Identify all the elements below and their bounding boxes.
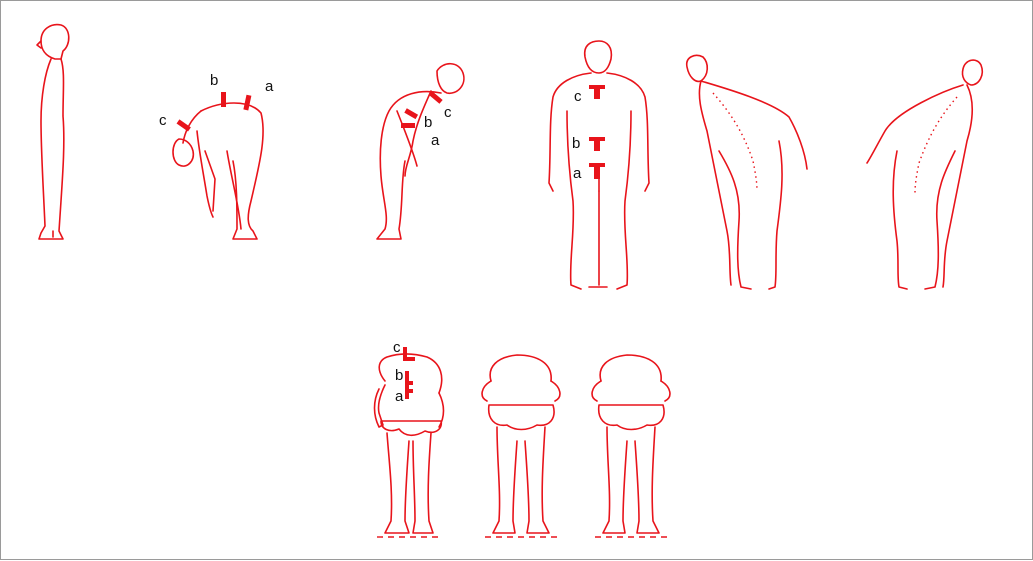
label-a-back: a: [573, 166, 581, 181]
label-c-bend: c: [393, 340, 401, 355]
label-c-back: c: [574, 89, 582, 104]
left-arm-raised: [867, 85, 963, 163]
spine-curve: [713, 93, 757, 191]
right-leg: [413, 433, 433, 533]
label-c-extension: c: [444, 105, 452, 120]
figure-forward-bend-back-right: [592, 355, 670, 537]
head-tilted: [437, 64, 464, 94]
label-b-extension: b: [424, 115, 432, 130]
left-leg: [385, 433, 409, 533]
label-a-flexion: a: [265, 79, 273, 94]
label-b-flexion: b: [210, 73, 218, 88]
right-arm-raised: [701, 81, 807, 169]
spine-curve: [915, 97, 957, 193]
label-a-bend: a: [395, 389, 403, 404]
upper-back-curve: [600, 355, 661, 381]
face-profile: [37, 41, 41, 48]
inner-legs: [589, 191, 607, 287]
arms-akimbo: [482, 381, 560, 401]
right-leg: [525, 427, 549, 533]
marker-c: [589, 85, 605, 99]
left-leg: [719, 151, 751, 289]
shorts: [489, 405, 554, 430]
figure-lateral-bend-left: [687, 55, 807, 289]
marker-a: [405, 389, 413, 399]
shorts: [381, 421, 441, 435]
right-leg: [617, 111, 631, 289]
figure-standing-back: [549, 41, 649, 289]
figure-standing-side: [37, 25, 69, 239]
left-leg: [893, 151, 907, 289]
left-arm-down: [699, 81, 731, 285]
figure-forward-bend-back-markers: [375, 347, 444, 537]
figure-forward-bend-back-center: [482, 355, 560, 537]
arm-hanging: [197, 131, 213, 217]
head-back: [585, 41, 612, 73]
upper-back-curve: [490, 355, 551, 381]
right-leg: [635, 427, 659, 533]
right-leg: [769, 141, 782, 289]
figure-lateral-bend-right: [867, 60, 982, 289]
marker-a: [589, 163, 605, 179]
marker-b: [221, 92, 226, 107]
body-outline: [39, 59, 64, 239]
figure-forward-flexion-side: [173, 92, 263, 239]
label-b-back: b: [572, 136, 580, 151]
marker-a: [243, 95, 251, 111]
label-a-extension: a: [431, 133, 439, 148]
marker-b: [405, 371, 413, 391]
label-c-flexion: c: [159, 113, 167, 128]
head-outline: [41, 25, 69, 59]
back-outline: [405, 91, 431, 176]
left-leg: [493, 427, 517, 533]
head-tilted: [962, 60, 982, 85]
shorts: [599, 405, 664, 430]
figure-extension-side: [377, 64, 464, 239]
marker-a: [401, 123, 415, 128]
arms-akimbo: [592, 381, 670, 401]
right-arm-down: [943, 85, 972, 287]
back-and-legs: [201, 103, 263, 239]
left-leg: [603, 427, 627, 533]
marker-b: [589, 137, 605, 151]
arm-back: [205, 151, 215, 211]
label-b-bend: b: [395, 368, 403, 383]
head-tilted: [687, 55, 708, 81]
marker-b: [404, 108, 418, 119]
